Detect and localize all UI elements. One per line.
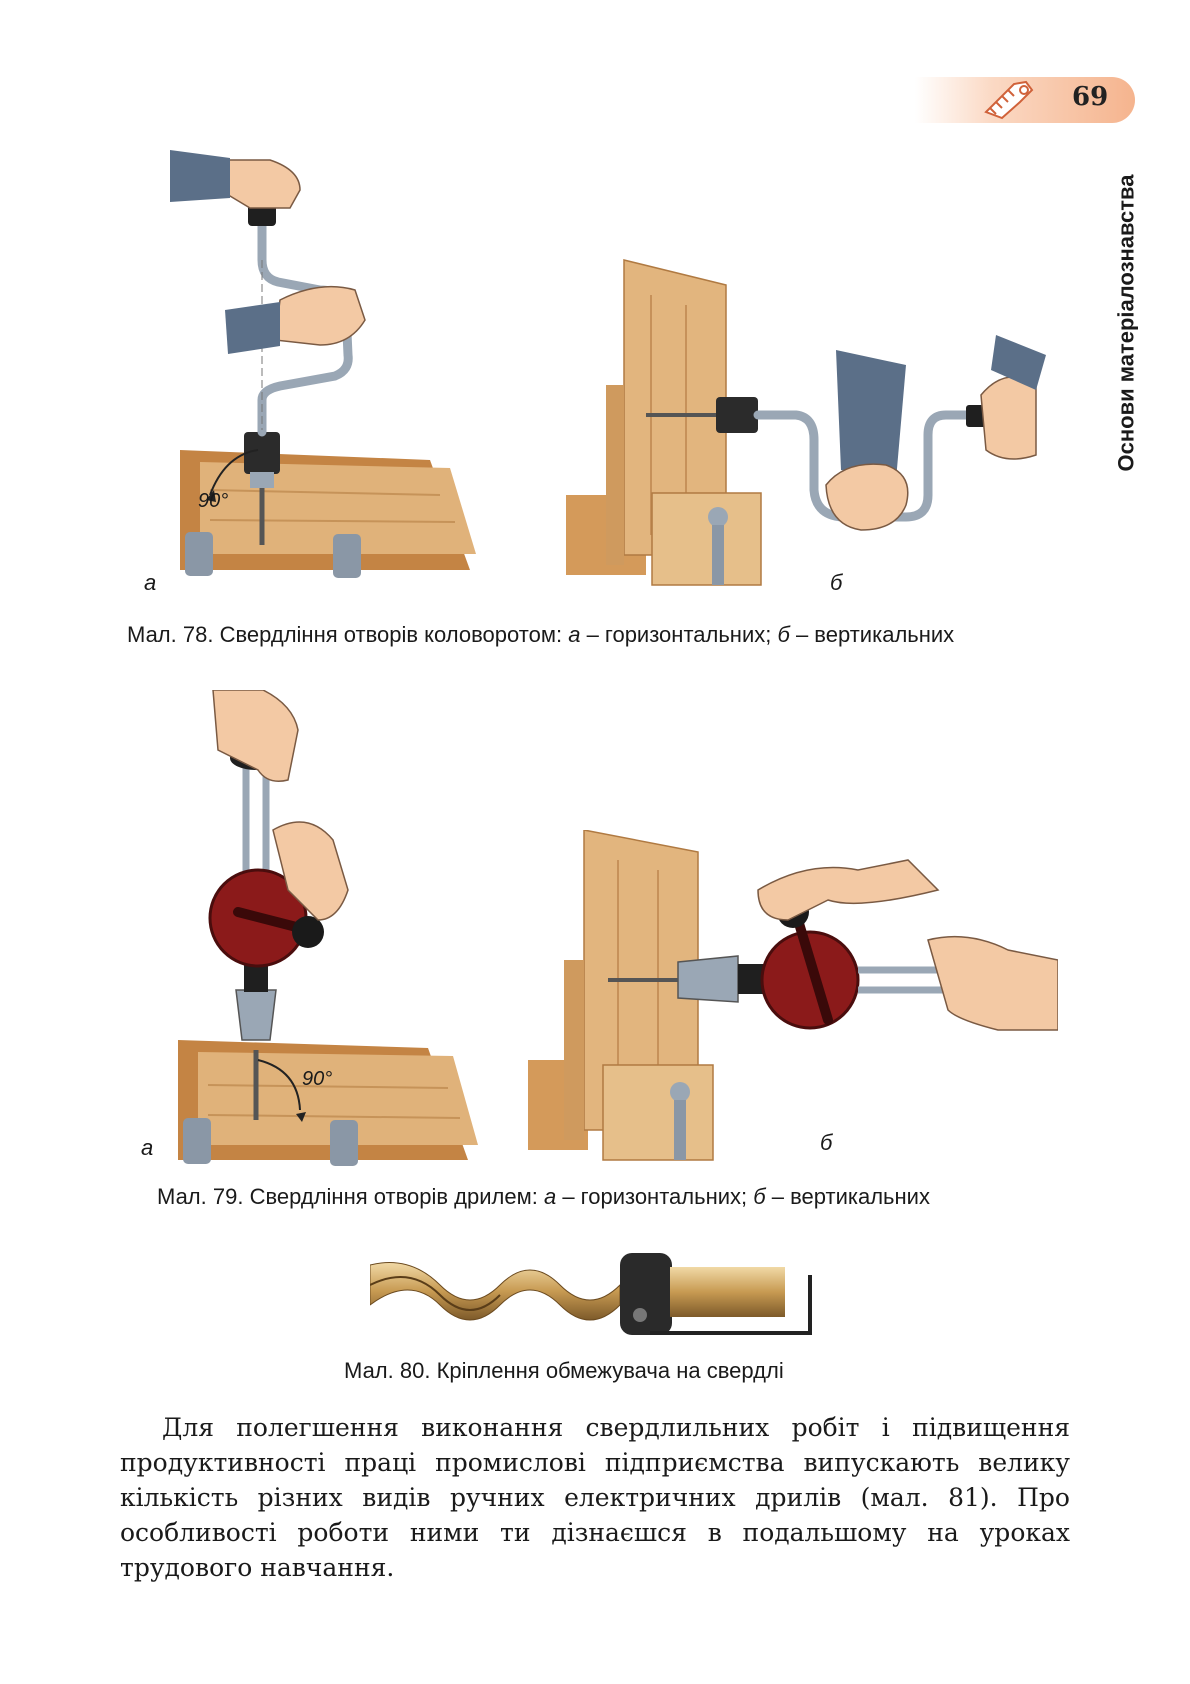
- fig79-caption-b: б: [753, 1184, 766, 1209]
- drill-bit-with-stop-collar-illustration: [370, 1253, 812, 1335]
- section-title: Основи матеріалознавства: [1103, 150, 1149, 496]
- fig78-caption: Мал. 78. Свердління отворів коловоротом:…: [127, 622, 954, 648]
- fig78-caption-a: а: [568, 622, 581, 647]
- fig78-caption-a-text: – горизонтальних;: [580, 622, 778, 647]
- fig79-label-b: б: [820, 1130, 833, 1155]
- hand-drill-illustration: [178, 690, 478, 1166]
- figure-79-hand-drill-horizontal: [168, 690, 518, 1170]
- fig79-caption-a-text: – горизонтальних;: [556, 1184, 754, 1209]
- body-paragraph-text: Для полегшення виконання свердлильних ро…: [120, 1413, 1070, 1582]
- fig80-caption: Мал. 80. Кріплення обмежувача на свердлі: [344, 1358, 784, 1383]
- figure-78-brace-drilling-horizontal: [170, 150, 540, 590]
- fig78-angle-label: 90°: [198, 490, 229, 512]
- fig78-caption-b-text: – вертикальних: [789, 622, 955, 647]
- fig79-caption: Мал. 79. Свердління отворів дрилем: а – …: [157, 1184, 930, 1210]
- fig78-label-b: б: [830, 570, 843, 595]
- fig79-caption-b-text: – вертикальних: [765, 1184, 930, 1209]
- figure-79-hand-drill-vertical: [528, 830, 1058, 1170]
- fig79-caption-prefix: Мал. 79. Свердління отворів дрилем:: [157, 1184, 544, 1209]
- fig79-angle-label: 90°: [302, 1068, 333, 1090]
- brace-drill-vertical-illustration: [566, 259, 1046, 586]
- fig78-caption-prefix: Мал. 78. Свердління отворів коловоротом:: [127, 622, 569, 647]
- fig79-caption-a: а: [543, 1184, 557, 1209]
- hand-drill-vertical-illustration: [528, 830, 1058, 1161]
- fig78-caption-b: б: [777, 622, 790, 647]
- page-number: 69: [1072, 82, 1109, 112]
- figure-78-brace-drilling-vertical: [566, 255, 1046, 595]
- figure-80-drill-stop-collar: [370, 1245, 820, 1345]
- fig79-label-a: а: [141, 1135, 154, 1160]
- body-paragraph: Для полегшення виконання свердлильних ро…: [120, 1410, 1070, 1585]
- section-title-text: Основи матеріалознавства: [1113, 174, 1138, 472]
- hand-saw-icon: [984, 80, 1034, 120]
- fig78-label-a: а: [144, 570, 157, 595]
- brace-drill-illustration: [170, 150, 476, 578]
